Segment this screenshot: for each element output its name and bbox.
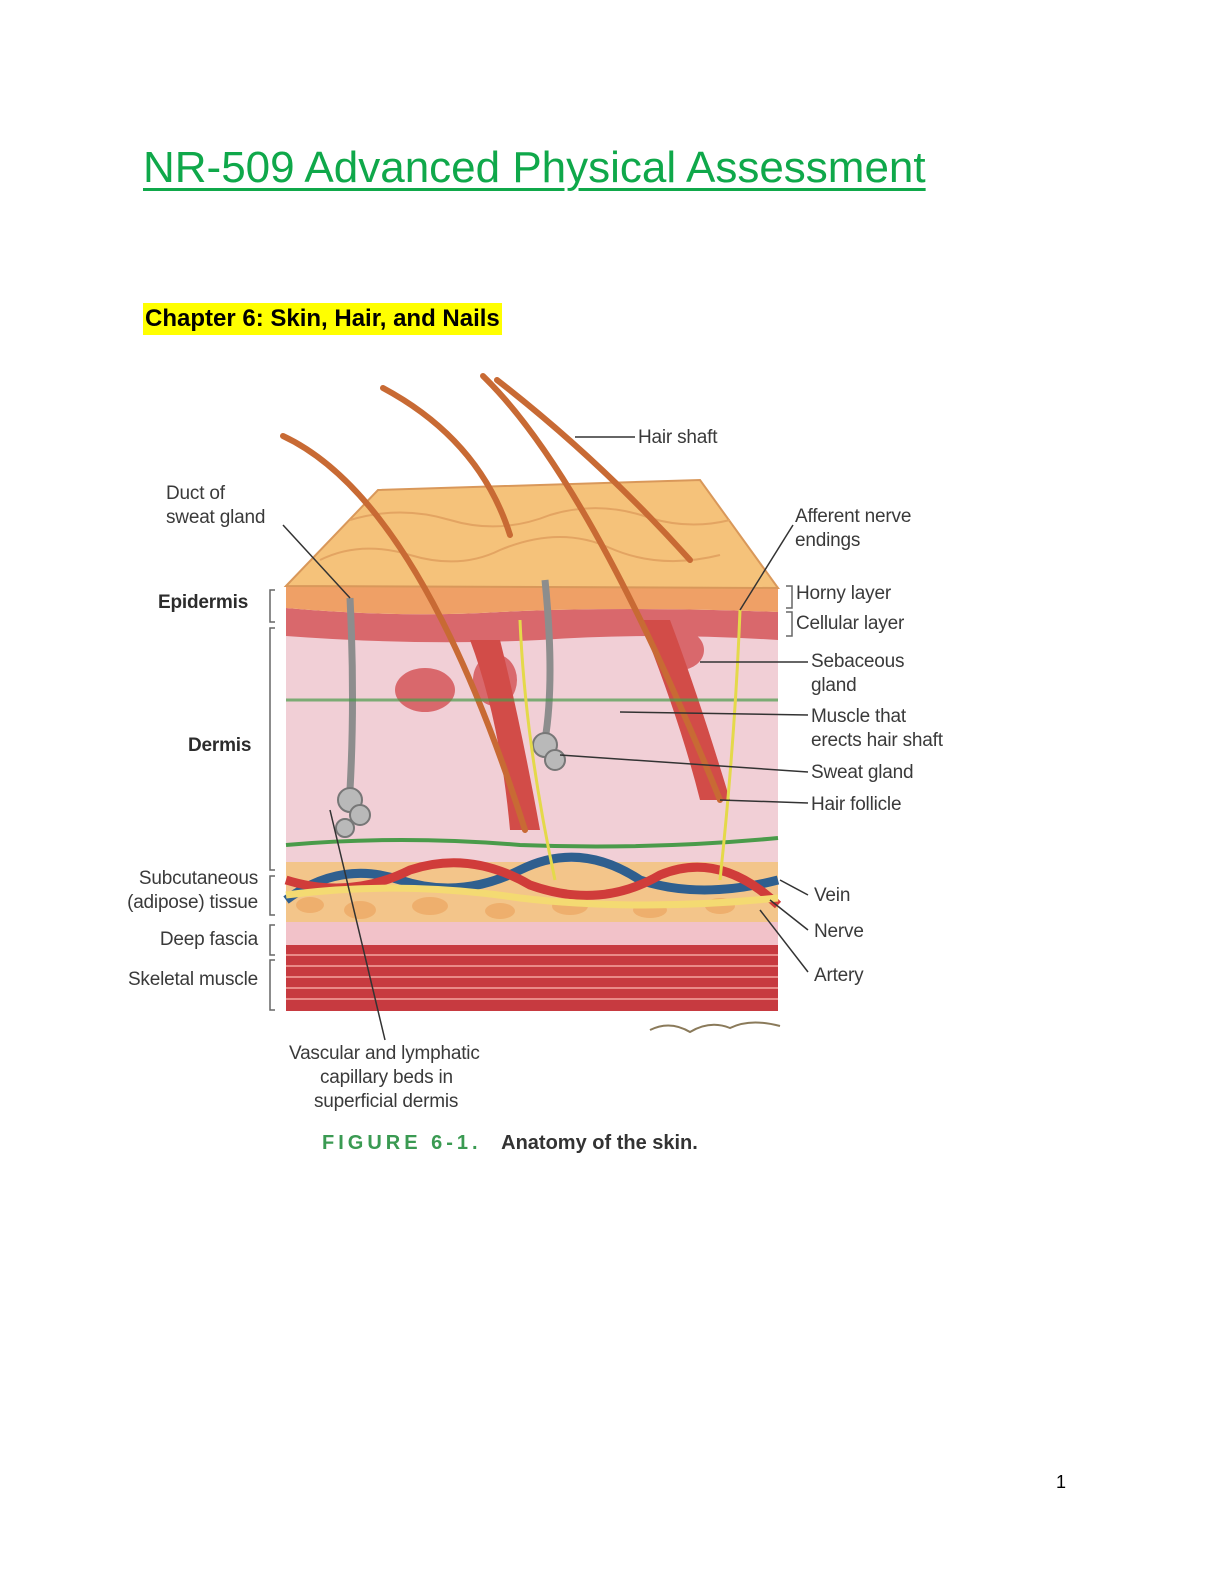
vascular-capillary-label-line2: capillary beds in	[320, 1067, 453, 1088]
figure-caption: FIGURE 6-1. Anatomy of the skin.	[322, 1130, 698, 1156]
epidermis-label: Epidermis	[158, 592, 249, 613]
vein-label: Vein	[814, 885, 851, 906]
sweat-gland-label: Sweat gland	[811, 762, 914, 783]
muscle-erects-hair-label-line1: Muscle that	[811, 706, 906, 727]
artery-label: Artery	[814, 965, 864, 986]
duct-sweat-gland-label-line1: Duct of	[166, 483, 225, 504]
sebaceous-gland-label-line2: gland	[811, 675, 857, 696]
document-title: NR-509 Advanced Physical Assessment	[143, 143, 926, 192]
subcutaneous-label-line1: Subcutaneous	[138, 868, 258, 889]
afferent-nerve-label-line2: endings	[795, 530, 861, 551]
afferent-nerve-label-line1: Afferent nerve	[795, 506, 912, 527]
subcutaneous-label-line2: (adipose) tissue	[127, 892, 258, 913]
figure-caption-text: Anatomy of the skin.	[501, 1132, 698, 1154]
nerve-label: Nerve	[814, 921, 864, 942]
muscle-erects-hair-label-line2: erects hair shaft	[811, 730, 943, 751]
page-number: 1	[1056, 1472, 1067, 1492]
hair-shaft-label: Hair shaft	[638, 427, 718, 448]
sebaceous-gland-label-line1: Sebaceous	[811, 651, 905, 672]
horny-layer-label: Horny layer	[796, 583, 891, 604]
duct-sweat-gland-label-line2: sweat gland	[166, 507, 266, 528]
dermis-label: Dermis	[188, 735, 252, 756]
skeletal-muscle-label: Skeletal muscle	[127, 969, 258, 990]
vascular-capillary-label-line1: Vascular and lymphatic	[289, 1043, 480, 1064]
chapter-heading: Chapter 6: Skin, Hair, and Nails	[143, 303, 502, 335]
vascular-capillary-label-line3: superficial dermis	[314, 1091, 459, 1112]
figure-caption-label: FIGURE 6-1.	[322, 1132, 482, 1154]
deep-fascia-label: Deep fascia	[159, 929, 258, 950]
hair-follicle-label: Hair follicle	[811, 794, 902, 815]
cellular-layer-label: Cellular layer	[796, 613, 905, 634]
